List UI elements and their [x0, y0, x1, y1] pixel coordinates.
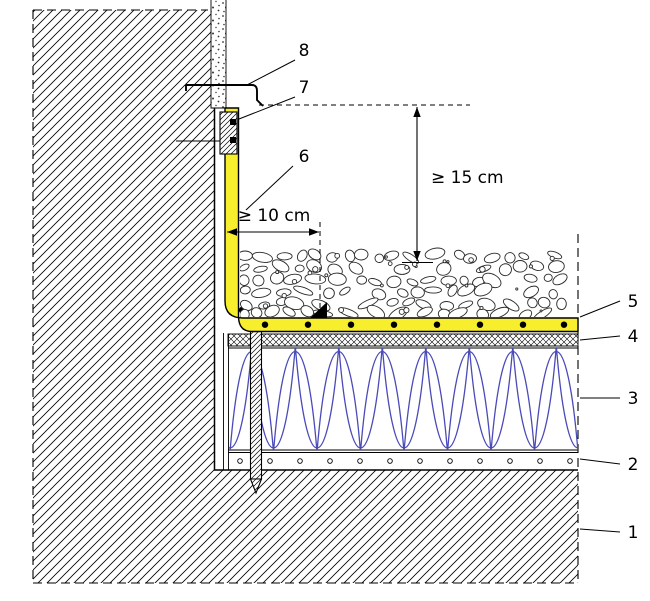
arrowhead-right — [309, 228, 319, 236]
termination-profile — [185, 84, 264, 107]
corner-fastener-screw — [242, 320, 269, 495]
perimeter-edge-lines — [223, 333, 229, 470]
wall-face-and-slab-top-line — [213, 106, 578, 471]
waterproofing-membrane — [224, 107, 579, 333]
leader-line-callout-7 — [238, 96, 296, 120]
gravel-layer — [240, 247, 568, 317]
gravel-stop-triangle — [310, 302, 327, 318]
fixing-screw-bottom — [230, 137, 236, 143]
dimension-strip-width: ≥ 10 cm — [227, 206, 319, 236]
membrane-fixing-block — [219, 111, 238, 155]
callout-label-3: 3 — [628, 389, 639, 409]
callout-label-2: 2 — [628, 455, 639, 475]
protection-layer — [227, 333, 579, 347]
leader-line-callout-8 — [246, 59, 296, 86]
leader-line-callout-4 — [579, 335, 621, 341]
fixing-screw-top — [230, 119, 236, 125]
arrowhead-bottom — [413, 251, 421, 261]
dimension-upstand-height-label: ≥ 15 cm — [431, 168, 504, 188]
callout-label-5: 5 — [628, 292, 639, 312]
arrowhead-top — [413, 107, 421, 117]
callout-label-4: 4 — [628, 327, 639, 347]
callout-label-7: 7 — [299, 78, 310, 98]
leader-line-callout-5 — [579, 300, 621, 318]
insulation-layer-outline — [228, 347, 578, 451]
leader-line-callout-2 — [579, 458, 621, 465]
callout-label-6: 6 — [299, 147, 310, 167]
callout-label-1: 1 — [628, 523, 639, 543]
dimension-upstand-height: ≥ 15 cm — [402, 107, 504, 263]
dimension-strip-width-label: ≥ 10 cm — [238, 206, 311, 226]
wall-and-slab-hatch — [33, 10, 578, 583]
parapet-strip — [211, 0, 226, 108]
callout-label-8: 8 — [299, 41, 310, 61]
arrowhead-left — [227, 228, 237, 236]
separation-layer — [237, 458, 573, 464]
screw-shaft — [249, 328, 263, 480]
leader-line-callout-1 — [579, 528, 621, 533]
leader-line-callout-6 — [245, 165, 294, 211]
screw-tip — [249, 478, 263, 495]
insulation-layer — [229, 348, 578, 450]
parapet-strip-outline — [210, 0, 227, 109]
